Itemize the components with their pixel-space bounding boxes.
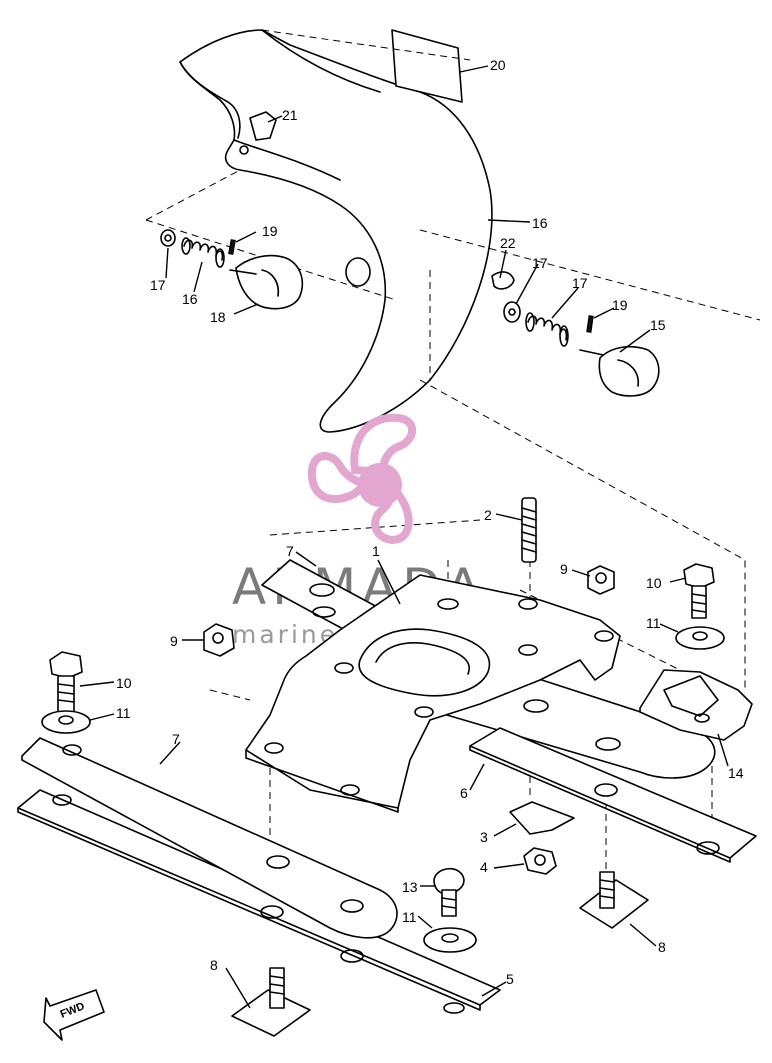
callout-3: 3 (480, 829, 488, 845)
callout-7-upper: 7 (286, 543, 294, 559)
clip-21 (249, 111, 277, 141)
callout-11-center: 11 (402, 909, 417, 925)
nut-9-left (203, 623, 235, 657)
spacer-plate-7 (21, 737, 398, 939)
callout-11-left: 11 (116, 705, 131, 721)
callout-5: 5 (506, 971, 514, 987)
fwd-arrow-icon: FWD (43, 989, 105, 1041)
tab-3 (509, 801, 575, 835)
callout-10-left: 10 (116, 675, 132, 691)
bolt-10-left (49, 651, 83, 713)
t-bolt-8-left (231, 967, 311, 1037)
washer-11-right (675, 626, 725, 650)
t-bolt-8-right (579, 871, 649, 929)
nut-4 (523, 847, 557, 875)
callout-4: 4 (480, 859, 488, 875)
bottom-plate-5 (17, 789, 501, 1014)
callout-11-right: 11 (646, 615, 661, 631)
callout-20: 20 (490, 57, 506, 73)
washer-11-center (423, 927, 477, 953)
bolt-12 (433, 867, 465, 917)
callout-14: 16 (532, 215, 548, 231)
spring-right (525, 312, 569, 347)
callout-21: 21 (282, 107, 298, 123)
label-plate (391, 29, 463, 103)
callout-2: 2 (484, 507, 492, 523)
callout-6: 6 (460, 785, 468, 801)
right-latch-assembly (491, 271, 660, 397)
callout-9-right: 9 (560, 561, 568, 577)
callout-18: 18 (210, 309, 226, 325)
callout-16-left: 16 (182, 291, 198, 307)
callout-8-left: 8 (210, 957, 218, 973)
callout-19-left: 19 (262, 223, 278, 239)
bracket-13 (639, 669, 753, 741)
callout-8-right: 8 (658, 939, 666, 955)
callout-15: 15 (650, 317, 666, 333)
stud-2 (521, 497, 537, 563)
callout-9-left: 9 (170, 633, 178, 649)
spring-left (181, 237, 225, 268)
nut-9-right (587, 565, 615, 595)
main-bracket-1 (245, 574, 621, 813)
washer-11-left (41, 710, 91, 734)
callout-13: 14 (728, 765, 744, 781)
callout-10-right: 10 (646, 575, 662, 591)
bolt-10-right (683, 563, 715, 619)
plate-lower-right (469, 727, 757, 863)
leader-lines (79, 65, 729, 1009)
callout-17-left: 17 (150, 277, 166, 293)
callout-16-right: 17 (572, 275, 588, 291)
callout-17-right: 17 (532, 255, 548, 271)
callout-7-lower: 7 (172, 731, 180, 747)
callout-12: 13 (402, 879, 418, 895)
propeller-logo (307, 413, 417, 545)
callout-labels: 20 21 16 19 22 17 17 17 16 19 18 15 2 7 … (116, 57, 744, 987)
left-latch-assembly (160, 229, 304, 310)
callout-19-right: 19 (612, 297, 628, 313)
callout-1: 1 (372, 543, 380, 559)
callout-22: 22 (500, 235, 516, 251)
